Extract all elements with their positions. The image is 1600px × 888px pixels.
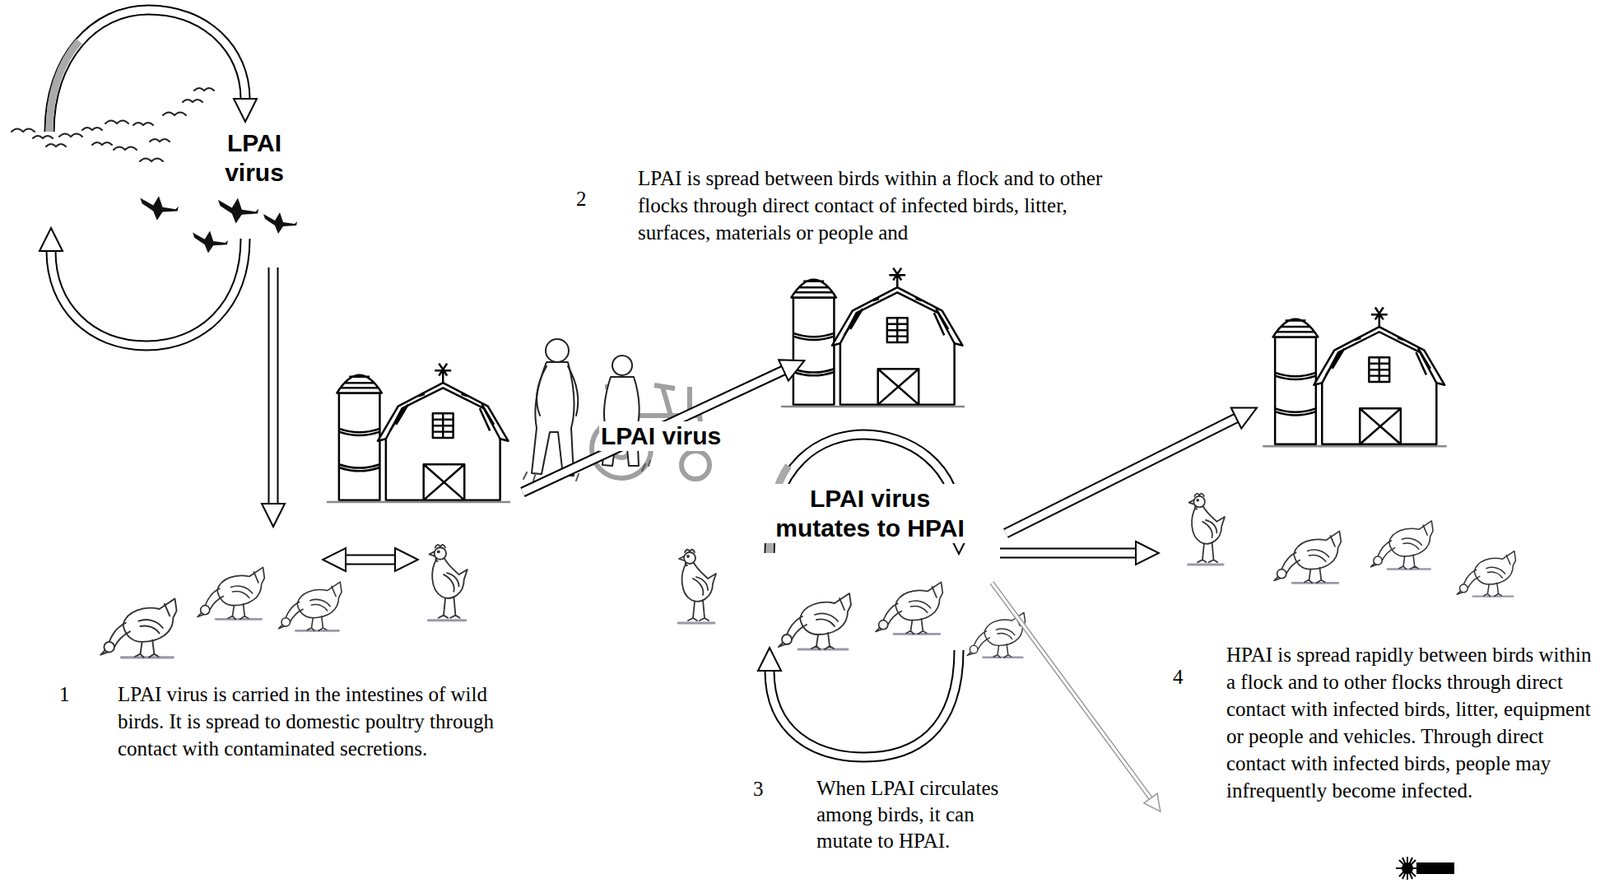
chicken	[678, 549, 717, 624]
chicken	[778, 593, 852, 650]
barn	[326, 363, 511, 503]
chicken	[278, 581, 342, 631]
callout-number: 3	[753, 775, 764, 803]
chicken	[1188, 493, 1225, 565]
goose	[218, 197, 259, 224]
cycle-arrows	[49, 9, 959, 758]
callout-number: 4	[1172, 663, 1184, 691]
wild-birds	[11, 88, 214, 162]
callout-number: 1	[59, 680, 70, 708]
chicken	[1456, 551, 1516, 597]
double-arrow	[345, 559, 396, 561]
mutation-label: LPAI virus mutates to HPAI	[761, 483, 979, 544]
goose	[139, 195, 178, 220]
barns	[326, 268, 1447, 503]
description-text: HPAI is spread rapidly between birds wit…	[1226, 641, 1594, 805]
logo-symbol	[1395, 856, 1454, 880]
chicken	[875, 581, 943, 634]
virus-label: LPAI virus	[599, 421, 723, 452]
chicken	[427, 544, 467, 621]
description-text: LPAI is spread between birds within a fl…	[637, 164, 1140, 247]
barn	[1262, 306, 1447, 447]
hollow-arrow	[522, 370, 784, 493]
goose	[263, 212, 298, 234]
hollow-arrow	[1005, 418, 1237, 534]
chicken	[1274, 530, 1341, 583]
geese	[139, 195, 298, 253]
chicken	[197, 567, 265, 619]
hollow-arrow	[273, 267, 275, 504]
chicken	[1370, 520, 1433, 569]
barn	[781, 268, 965, 407]
chicken	[100, 598, 177, 657]
virus-label: LPAI virus	[215, 128, 294, 188]
description-text: LPAI virus is carried in the intestines …	[117, 680, 505, 763]
description-text: When LPAI circulates among birds, it can…	[816, 775, 1002, 855]
callout-number: 2	[576, 185, 587, 213]
hollow-arrow	[1000, 553, 1136, 554]
thin-arrow	[991, 582, 1151, 799]
goose	[192, 230, 228, 253]
